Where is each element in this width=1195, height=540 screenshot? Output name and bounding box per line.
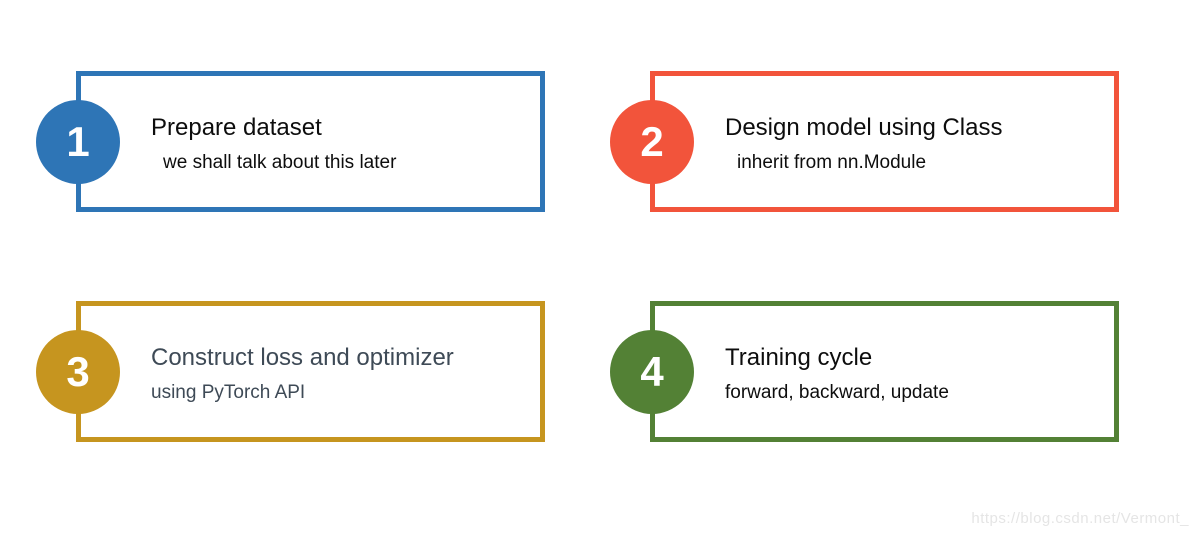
step-number-badge-3: 3 xyxy=(36,329,120,414)
step-card-3: 3 Construct loss and optimizer using PyT… xyxy=(36,301,545,442)
step-title-1: Prepare dataset xyxy=(151,114,322,142)
step-title-2: Design model using Class xyxy=(725,114,1003,142)
step-number-badge-1: 1 xyxy=(36,99,120,184)
step-subtitle-1: we shall talk about this later xyxy=(163,152,397,174)
step-subtitle-2: inherit from nn.Module xyxy=(737,152,927,174)
step-text-block-1: Prepare dataset we shall talk about this… xyxy=(151,112,396,177)
step-text-block-2: Design model using Class inherit from nn… xyxy=(725,112,1002,177)
step-text-block-4: Training cycle forward, backward, update xyxy=(725,342,949,407)
step-title-3: Construct loss and optimizer xyxy=(151,344,454,372)
step-card-2: 2 Design model using Class inherit from … xyxy=(610,71,1119,212)
step-number-badge-4: 4 xyxy=(610,329,694,414)
step-card-1: 1 Prepare dataset we shall talk about th… xyxy=(36,71,545,212)
step-number-badge-2: 2 xyxy=(610,99,694,184)
step-subtitle-3: using PyTorch API xyxy=(151,382,306,404)
watermark: https://blog.csdn.net/Vermont_ xyxy=(971,510,1189,527)
step-subtitle-4: forward, backward, update xyxy=(725,382,949,404)
step-title-4: Training cycle xyxy=(725,344,873,372)
step-text-block-3: Construct loss and optimizer using PyTor… xyxy=(151,342,454,407)
step-card-4: 4 Training cycle forward, backward, upda… xyxy=(610,301,1119,442)
